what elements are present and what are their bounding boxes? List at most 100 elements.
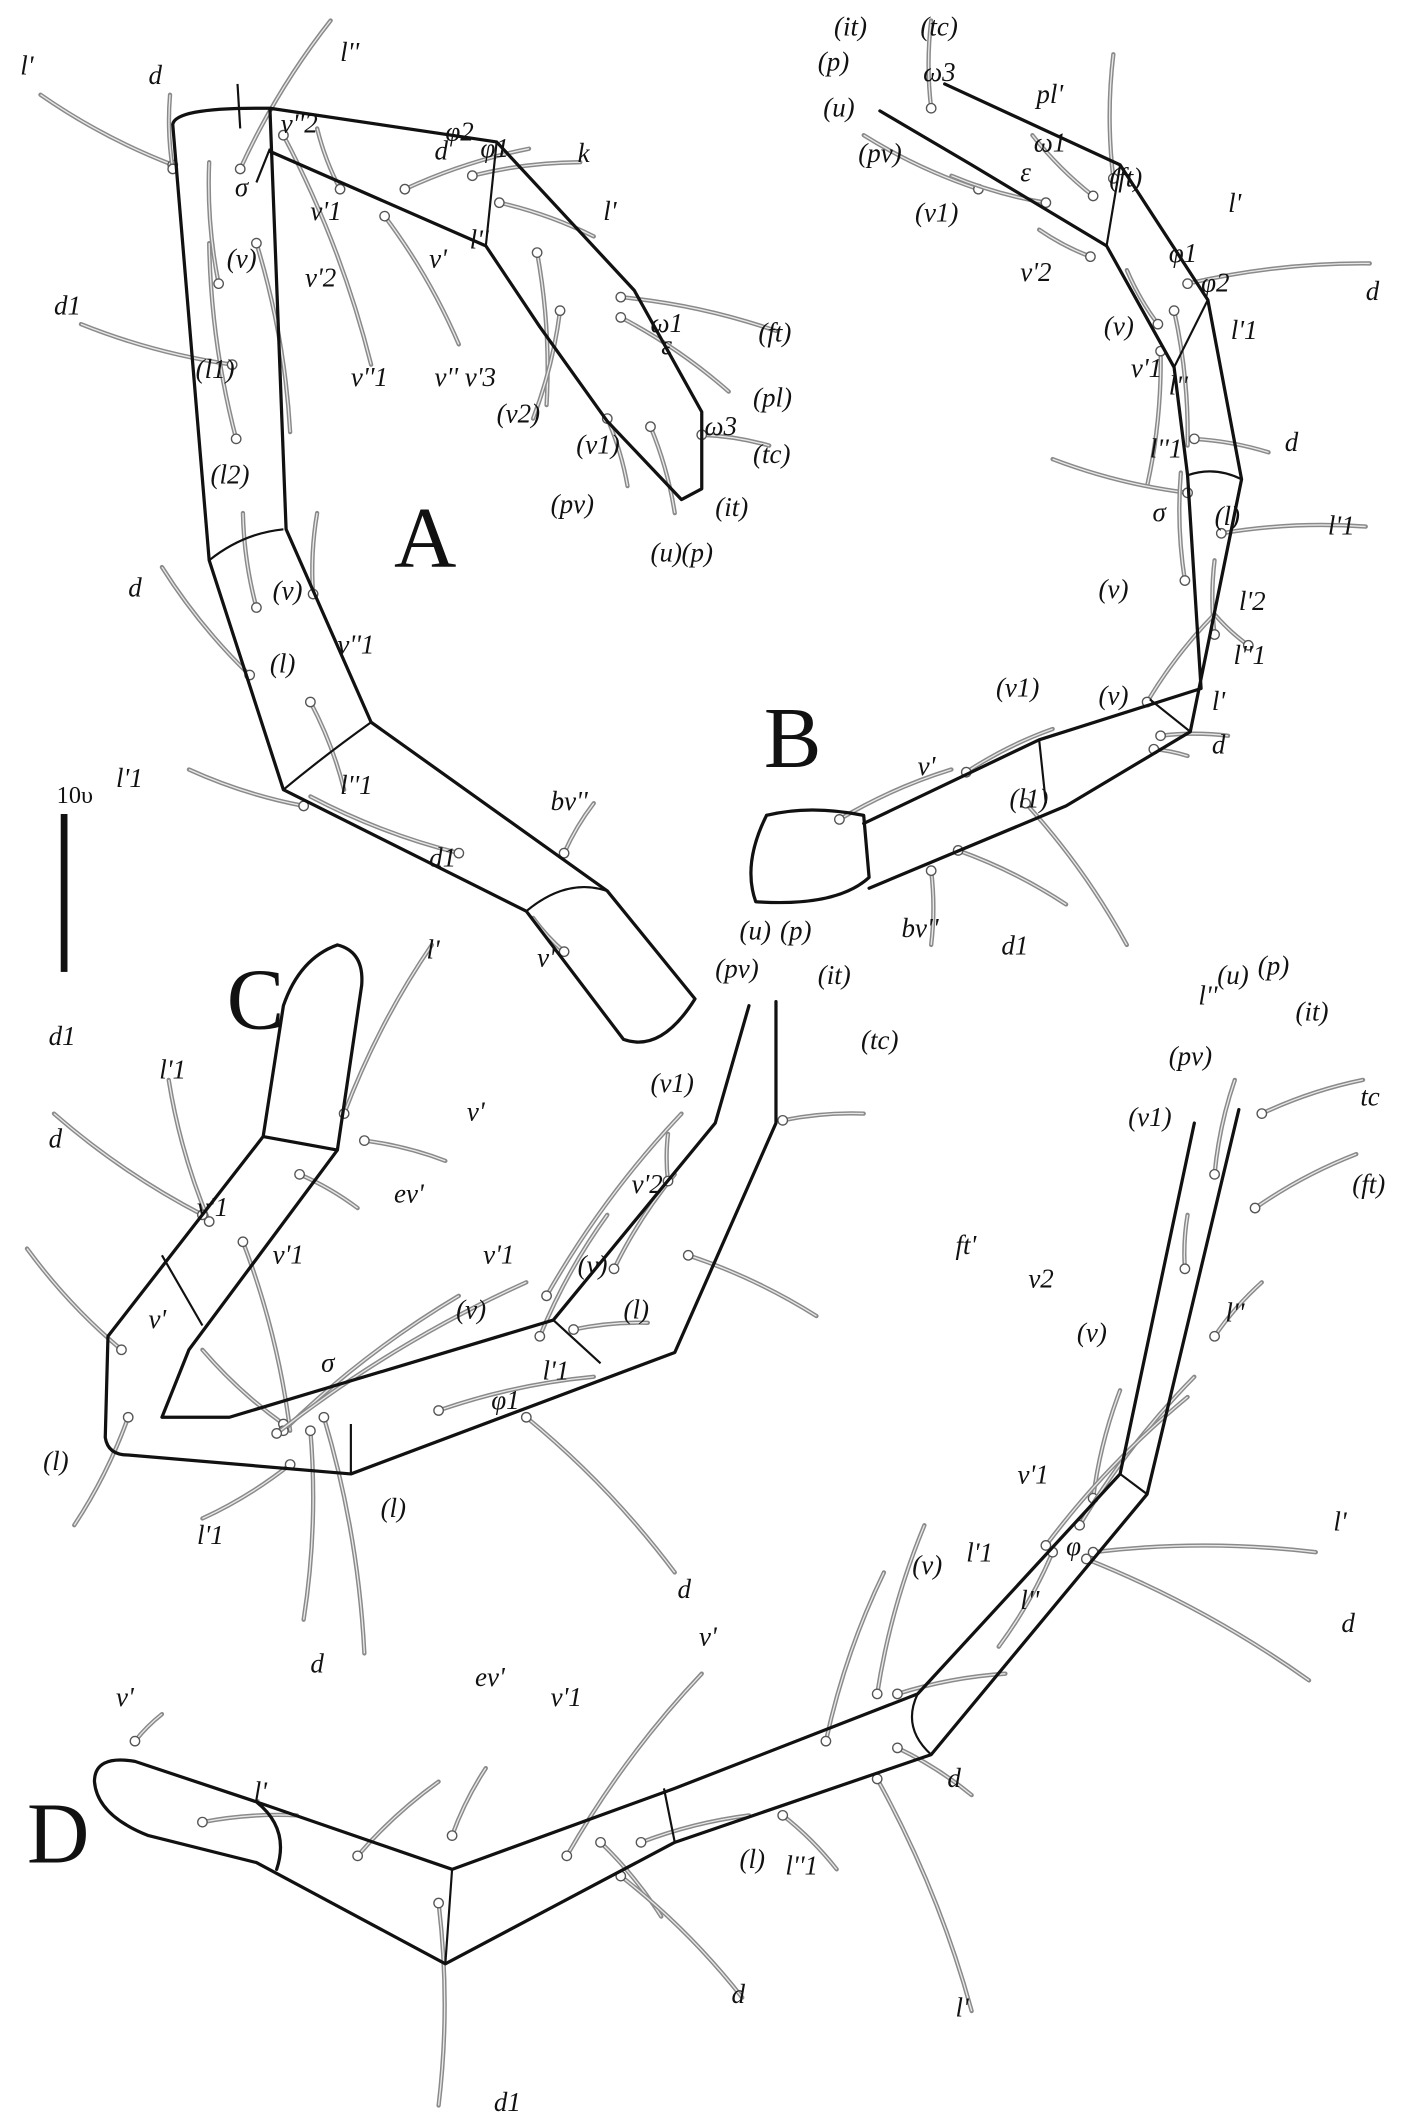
seta-label: v' bbox=[148, 1304, 167, 1334]
seta-label: d1 bbox=[54, 291, 81, 321]
seta-socket bbox=[595, 1836, 606, 1848]
seta-label: (l) bbox=[270, 648, 295, 678]
seta-label: (v) bbox=[578, 1250, 608, 1280]
seta-socket bbox=[493, 197, 505, 209]
seta-label: v'2 bbox=[1020, 257, 1051, 287]
seta-label: (l) bbox=[740, 1844, 765, 1874]
seta bbox=[701, 434, 770, 447]
seta bbox=[255, 242, 291, 433]
seta bbox=[618, 294, 779, 334]
seta-label: v'1 bbox=[273, 1239, 304, 1269]
seta-label: φ2 bbox=[1201, 268, 1229, 298]
seta-socket bbox=[1085, 251, 1096, 263]
seta-label: d1 bbox=[49, 1021, 76, 1051]
seta bbox=[930, 870, 935, 945]
seta-label: l'2 bbox=[1239, 586, 1266, 616]
seta-label: bv'' bbox=[551, 786, 589, 816]
seta-socket bbox=[1215, 527, 1227, 539]
seta-label: pl' bbox=[1034, 79, 1064, 109]
seta-label: d bbox=[435, 135, 449, 165]
seta-socket bbox=[1242, 639, 1254, 651]
seta-label: d bbox=[1366, 276, 1380, 306]
seta-socket bbox=[1087, 190, 1099, 202]
seta-label: d bbox=[148, 60, 162, 90]
seta bbox=[1084, 1556, 1312, 1683]
seta-label: d bbox=[731, 1979, 745, 2009]
seta bbox=[620, 316, 730, 393]
seta-label: σ bbox=[235, 172, 250, 202]
seta bbox=[876, 1778, 973, 2012]
seta-label: l' bbox=[955, 1992, 969, 2022]
seta-label: d1 bbox=[429, 843, 456, 873]
seta bbox=[545, 1113, 683, 1297]
seta bbox=[897, 1672, 1006, 1695]
seta bbox=[161, 566, 251, 676]
seta-label: (v) bbox=[1099, 681, 1129, 711]
seta-socket bbox=[871, 1688, 883, 1700]
seta-label: ev' bbox=[475, 1662, 506, 1692]
seta-label: l'' bbox=[340, 37, 360, 67]
seta bbox=[686, 1253, 819, 1319]
seta-socket bbox=[1188, 433, 1200, 445]
seta-label: (ft) bbox=[1109, 162, 1142, 192]
seta bbox=[309, 701, 345, 790]
panel-letter-a: A bbox=[394, 490, 456, 586]
seta bbox=[998, 1551, 1054, 1648]
seta-label: (it) bbox=[1296, 996, 1329, 1026]
seta-socket bbox=[197, 1816, 208, 1828]
seta bbox=[1025, 802, 1128, 946]
leg-a-outline bbox=[171, 106, 704, 1044]
seta bbox=[357, 1781, 439, 1857]
seta-socket bbox=[925, 865, 937, 877]
seta bbox=[254, 241, 293, 435]
seta bbox=[437, 1902, 446, 2106]
seta-label: (v) bbox=[456, 1295, 486, 1325]
seta-label: l'' bbox=[470, 225, 490, 255]
seta-label: ε bbox=[1020, 157, 1031, 187]
seta-label: σ bbox=[1152, 497, 1167, 527]
seta bbox=[1160, 733, 1229, 737]
seta bbox=[688, 1254, 817, 1317]
seta bbox=[238, 18, 333, 172]
seta-socket bbox=[213, 278, 225, 290]
seta bbox=[957, 849, 1067, 905]
leg-b-outline bbox=[749, 82, 1244, 905]
seta-label: d bbox=[128, 573, 142, 603]
seta-socket bbox=[1249, 1202, 1261, 1214]
scale-bar-label: 10υ bbox=[57, 782, 93, 809]
seta-label: (ft) bbox=[758, 318, 791, 348]
seta-label: (l) bbox=[623, 1295, 648, 1325]
seta-label: l' bbox=[426, 934, 440, 964]
seta bbox=[53, 1113, 203, 1216]
seta-label: l'1 bbox=[1328, 511, 1355, 541]
seta-socket bbox=[561, 1850, 573, 1862]
seta-label: d bbox=[1212, 729, 1226, 759]
seta-socket bbox=[520, 1411, 532, 1423]
scale-bar: 10υ bbox=[57, 782, 93, 972]
seta bbox=[1213, 1079, 1236, 1175]
seta bbox=[202, 1463, 291, 1520]
seta-socket bbox=[304, 696, 316, 708]
seta bbox=[965, 728, 1053, 773]
seta-label: (l2) bbox=[211, 459, 250, 489]
seta-label: (p) bbox=[1258, 951, 1289, 981]
seta-socket bbox=[1209, 1168, 1220, 1180]
seta bbox=[640, 1814, 750, 1843]
seta bbox=[897, 1747, 973, 1796]
seta-label: φ1 bbox=[491, 1385, 519, 1415]
seta-label: v' bbox=[918, 751, 937, 781]
seta-label: (it) bbox=[818, 960, 851, 990]
seta bbox=[532, 310, 561, 419]
seta bbox=[80, 323, 233, 366]
seta-label: (u) bbox=[1217, 960, 1248, 990]
seta-label: v''1 bbox=[351, 362, 388, 392]
seta bbox=[384, 215, 460, 345]
seta bbox=[1211, 560, 1216, 635]
seta-socket bbox=[251, 237, 262, 249]
seta-label: v'1 bbox=[1131, 353, 1162, 383]
panel-letter-b: B bbox=[764, 690, 822, 786]
seta-socket bbox=[1040, 197, 1052, 209]
seta bbox=[536, 252, 549, 406]
seta-label: v'1 bbox=[310, 196, 341, 226]
seta bbox=[638, 1813, 752, 1845]
